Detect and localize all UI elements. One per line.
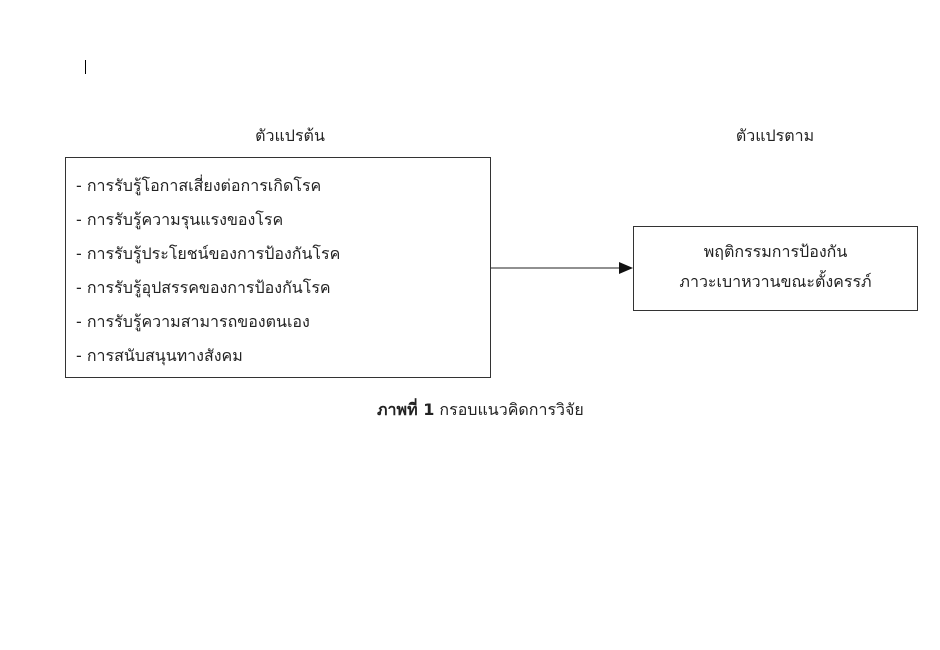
independent-variables-box: - การรับรู้โอกาสเสี่ยงต่อการเกิดโรค - กา… bbox=[65, 157, 491, 378]
dependent-variable-heading: ตัวแปรตาม bbox=[735, 126, 815, 145]
list-item: - การสนับสนุนทางสังคม bbox=[76, 346, 243, 365]
list-item: - การรับรู้ประโยชน์ของการป้องกันโรค bbox=[76, 244, 341, 263]
arrow-connector bbox=[491, 262, 633, 274]
list-item: - การรับรู้โอกาสเสี่ยงต่อการเกิดโรค bbox=[76, 176, 322, 195]
dependent-line-2: ภาวะเบาหวานขณะตั้งครรภ์ bbox=[679, 272, 872, 291]
list-item: - การรับรู้ความรุนแรงของโรค bbox=[76, 210, 284, 229]
text-cursor bbox=[85, 60, 86, 74]
dependent-variable-box: พฤติกรรมการป้องกัน ภาวะเบาหวานขณะตั้งครร… bbox=[633, 226, 918, 311]
figure-caption: ภาพที่ 1 กรอบแนวคิดการวิจัย bbox=[377, 398, 584, 423]
caption-text: กรอบแนวคิดการวิจัย bbox=[434, 400, 584, 419]
independent-variables-heading: ตัวแปรต้น bbox=[255, 126, 325, 145]
list-item: - การรับรู้ความสามารถของตนเอง bbox=[76, 312, 310, 331]
dependent-line-1: พฤติกรรมการป้องกัน bbox=[703, 242, 848, 261]
caption-label: ภาพที่ 1 bbox=[377, 400, 435, 419]
list-item: - การรับรู้อุปสรรคของการป้องกันโรค bbox=[76, 278, 331, 297]
